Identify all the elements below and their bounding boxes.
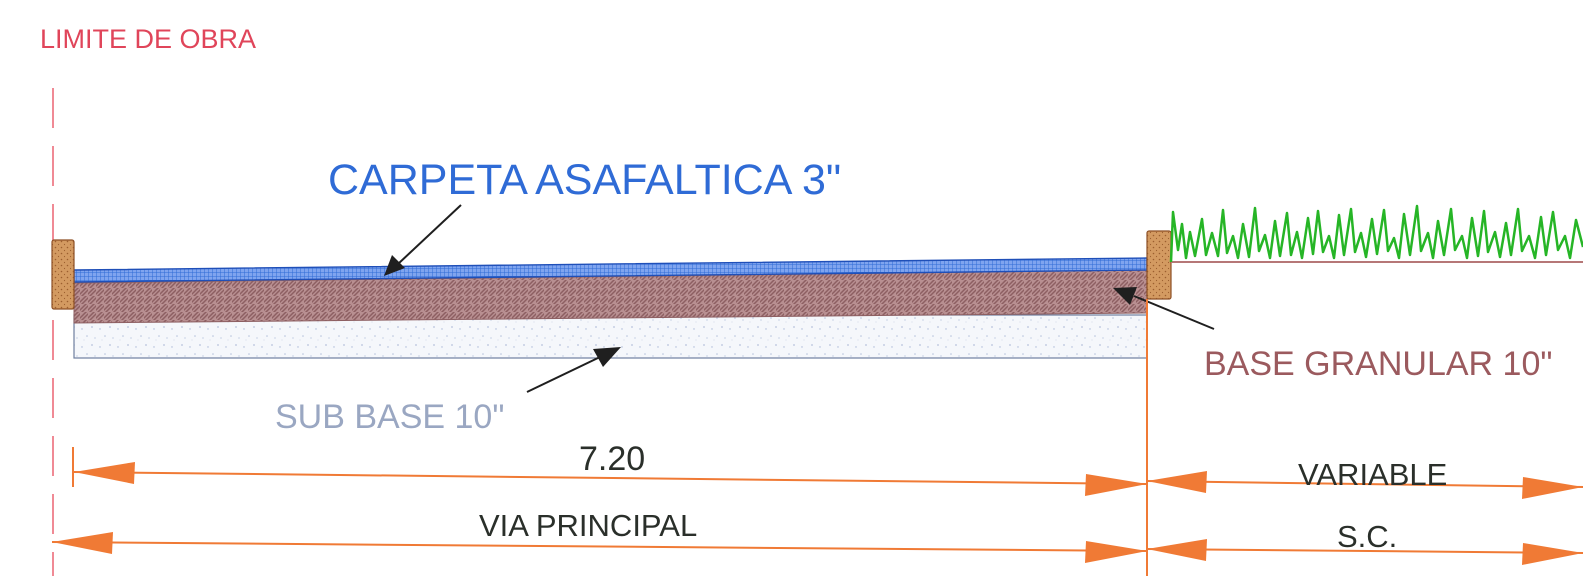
- left-curb: [51, 239, 75, 310]
- carpeta-leader-arrow: [384, 204, 462, 276]
- dimension-via-principal: [51, 532, 1148, 563]
- variable-label: VARIABLE: [1298, 457, 1447, 492]
- sc-label: S.C.: [1337, 519, 1397, 554]
- right-curb: [1146, 230, 1172, 300]
- limite-obra-label: LIMITE DE OBRA: [40, 24, 256, 54]
- via-principal-label: VIA PRINCIPAL: [479, 508, 697, 543]
- dimension-sc: [1146, 539, 1583, 565]
- sub-base-label: SUB BASE 10": [275, 398, 504, 436]
- carpeta-label: CARPETA ASAFALTICA 3": [328, 156, 841, 204]
- dimension-variable: [1146, 471, 1583, 499]
- sub-base-leader-arrow: [526, 347, 621, 393]
- grass-area: [1169, 204, 1583, 263]
- dimension-7-20: [73, 462, 1148, 496]
- base-granular-label: BASE GRANULAR 10": [1204, 345, 1552, 383]
- dimension-7-20-label: 7.20: [579, 440, 645, 478]
